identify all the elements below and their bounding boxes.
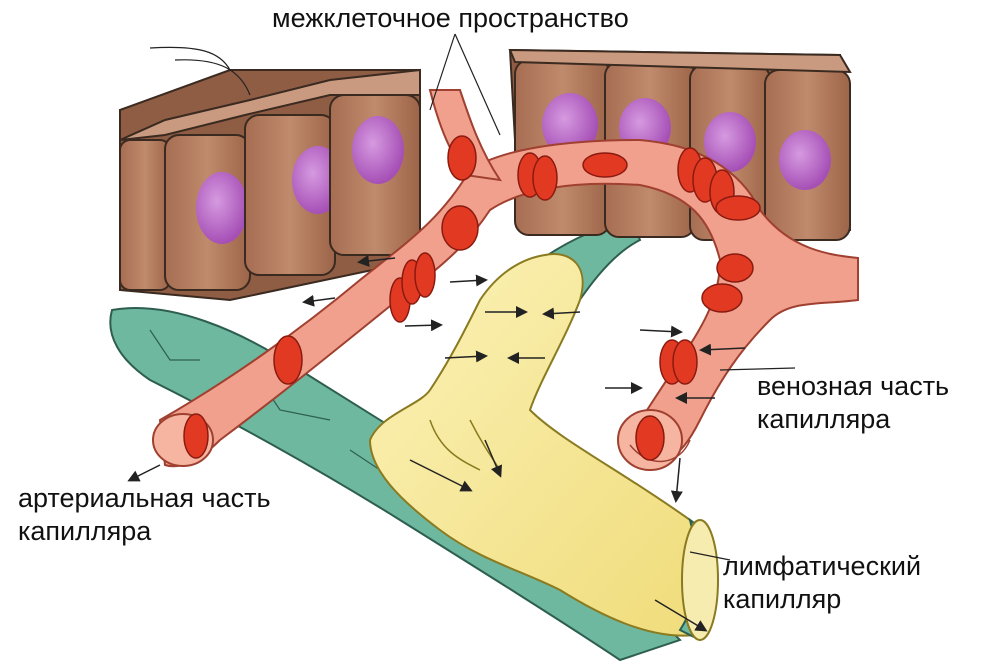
lymph-opening [682, 520, 718, 640]
red-blood-cell [448, 136, 476, 180]
red-blood-cell [702, 284, 742, 312]
label-arterial-part: артериальная часть капилляра [18, 482, 271, 548]
label-line: венозная часть [757, 370, 949, 403]
red-blood-cell [673, 340, 697, 384]
label-line: капилляр [723, 583, 921, 616]
red-blood-cell [583, 153, 627, 177]
red-blood-cell [636, 416, 664, 460]
arrow [450, 280, 485, 282]
red-blood-cell [717, 254, 753, 282]
red-blood-cell [716, 196, 760, 220]
cell [120, 140, 170, 290]
label-line: капилляра [757, 403, 949, 436]
label-line: капилляра [18, 515, 271, 548]
arrow [305, 298, 335, 302]
label-line: артериальная часть [18, 482, 271, 515]
red-blood-cell [533, 156, 557, 200]
arrow [640, 330, 680, 332]
nucleus [779, 130, 831, 190]
arrow [676, 458, 680, 500]
cell [765, 70, 850, 240]
red-blood-cell [274, 336, 302, 384]
cell [330, 95, 420, 255]
red-blood-cell [184, 414, 208, 458]
red-blood-cell [442, 206, 478, 250]
arrow [130, 465, 160, 480]
label-line: лимфатический [723, 550, 921, 583]
cells-left [120, 70, 420, 300]
label-interstitial-space: межклеточное пространство [272, 2, 629, 35]
cell [165, 135, 250, 290]
label-lymphatic-capillary: лимфатический капилляр [723, 550, 921, 616]
nucleus [196, 172, 248, 244]
nucleus [352, 116, 404, 184]
arrow [405, 325, 440, 326]
red-blood-cell [415, 253, 435, 297]
label-venous-part: венозная часть капилляра [757, 370, 949, 436]
